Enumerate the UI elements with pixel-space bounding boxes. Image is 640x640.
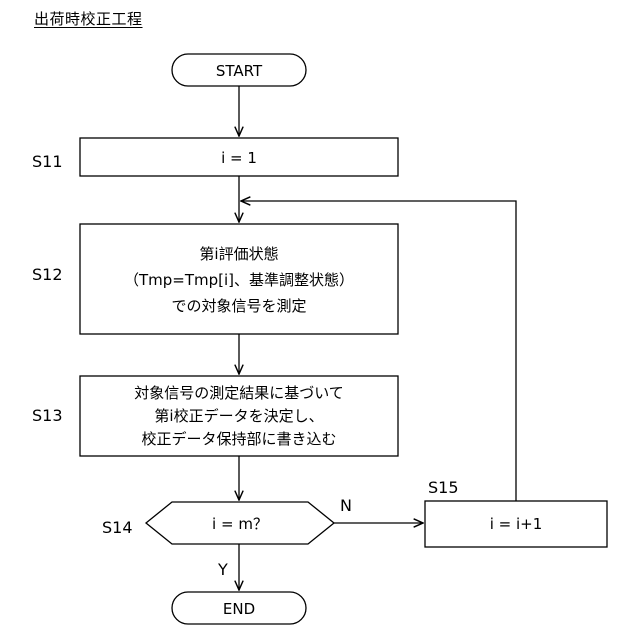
- step-label-s13: S13: [32, 406, 63, 425]
- s12-line-3: での対象信号を測定: [171, 297, 306, 315]
- s15-text: i = i+1: [490, 515, 543, 533]
- step-label-s11: S11: [32, 152, 63, 171]
- s14-text: i = m？: [212, 515, 268, 533]
- branch-label-yes: Y: [217, 560, 228, 579]
- branch-label-no: N: [340, 496, 352, 515]
- s13-line-2: 第i校正データを決定し、: [154, 407, 323, 425]
- s11-text: i = 1: [221, 149, 257, 167]
- s12-line-1: 第i評価状態: [199, 245, 278, 263]
- s12-line-2: （Tmp=Tmp[i]、基準調整状態）: [124, 271, 354, 289]
- step-label-s12: S12: [32, 265, 63, 284]
- step-label-s15: S15: [428, 478, 459, 497]
- step-label-s14: S14: [102, 518, 133, 537]
- s13-line-3: 校正データ保持部に書き込む: [141, 430, 336, 448]
- end-label: END: [223, 600, 255, 618]
- start-label: START: [216, 62, 263, 80]
- s13-line-1: 対象信号の測定結果に基づいて: [134, 384, 344, 402]
